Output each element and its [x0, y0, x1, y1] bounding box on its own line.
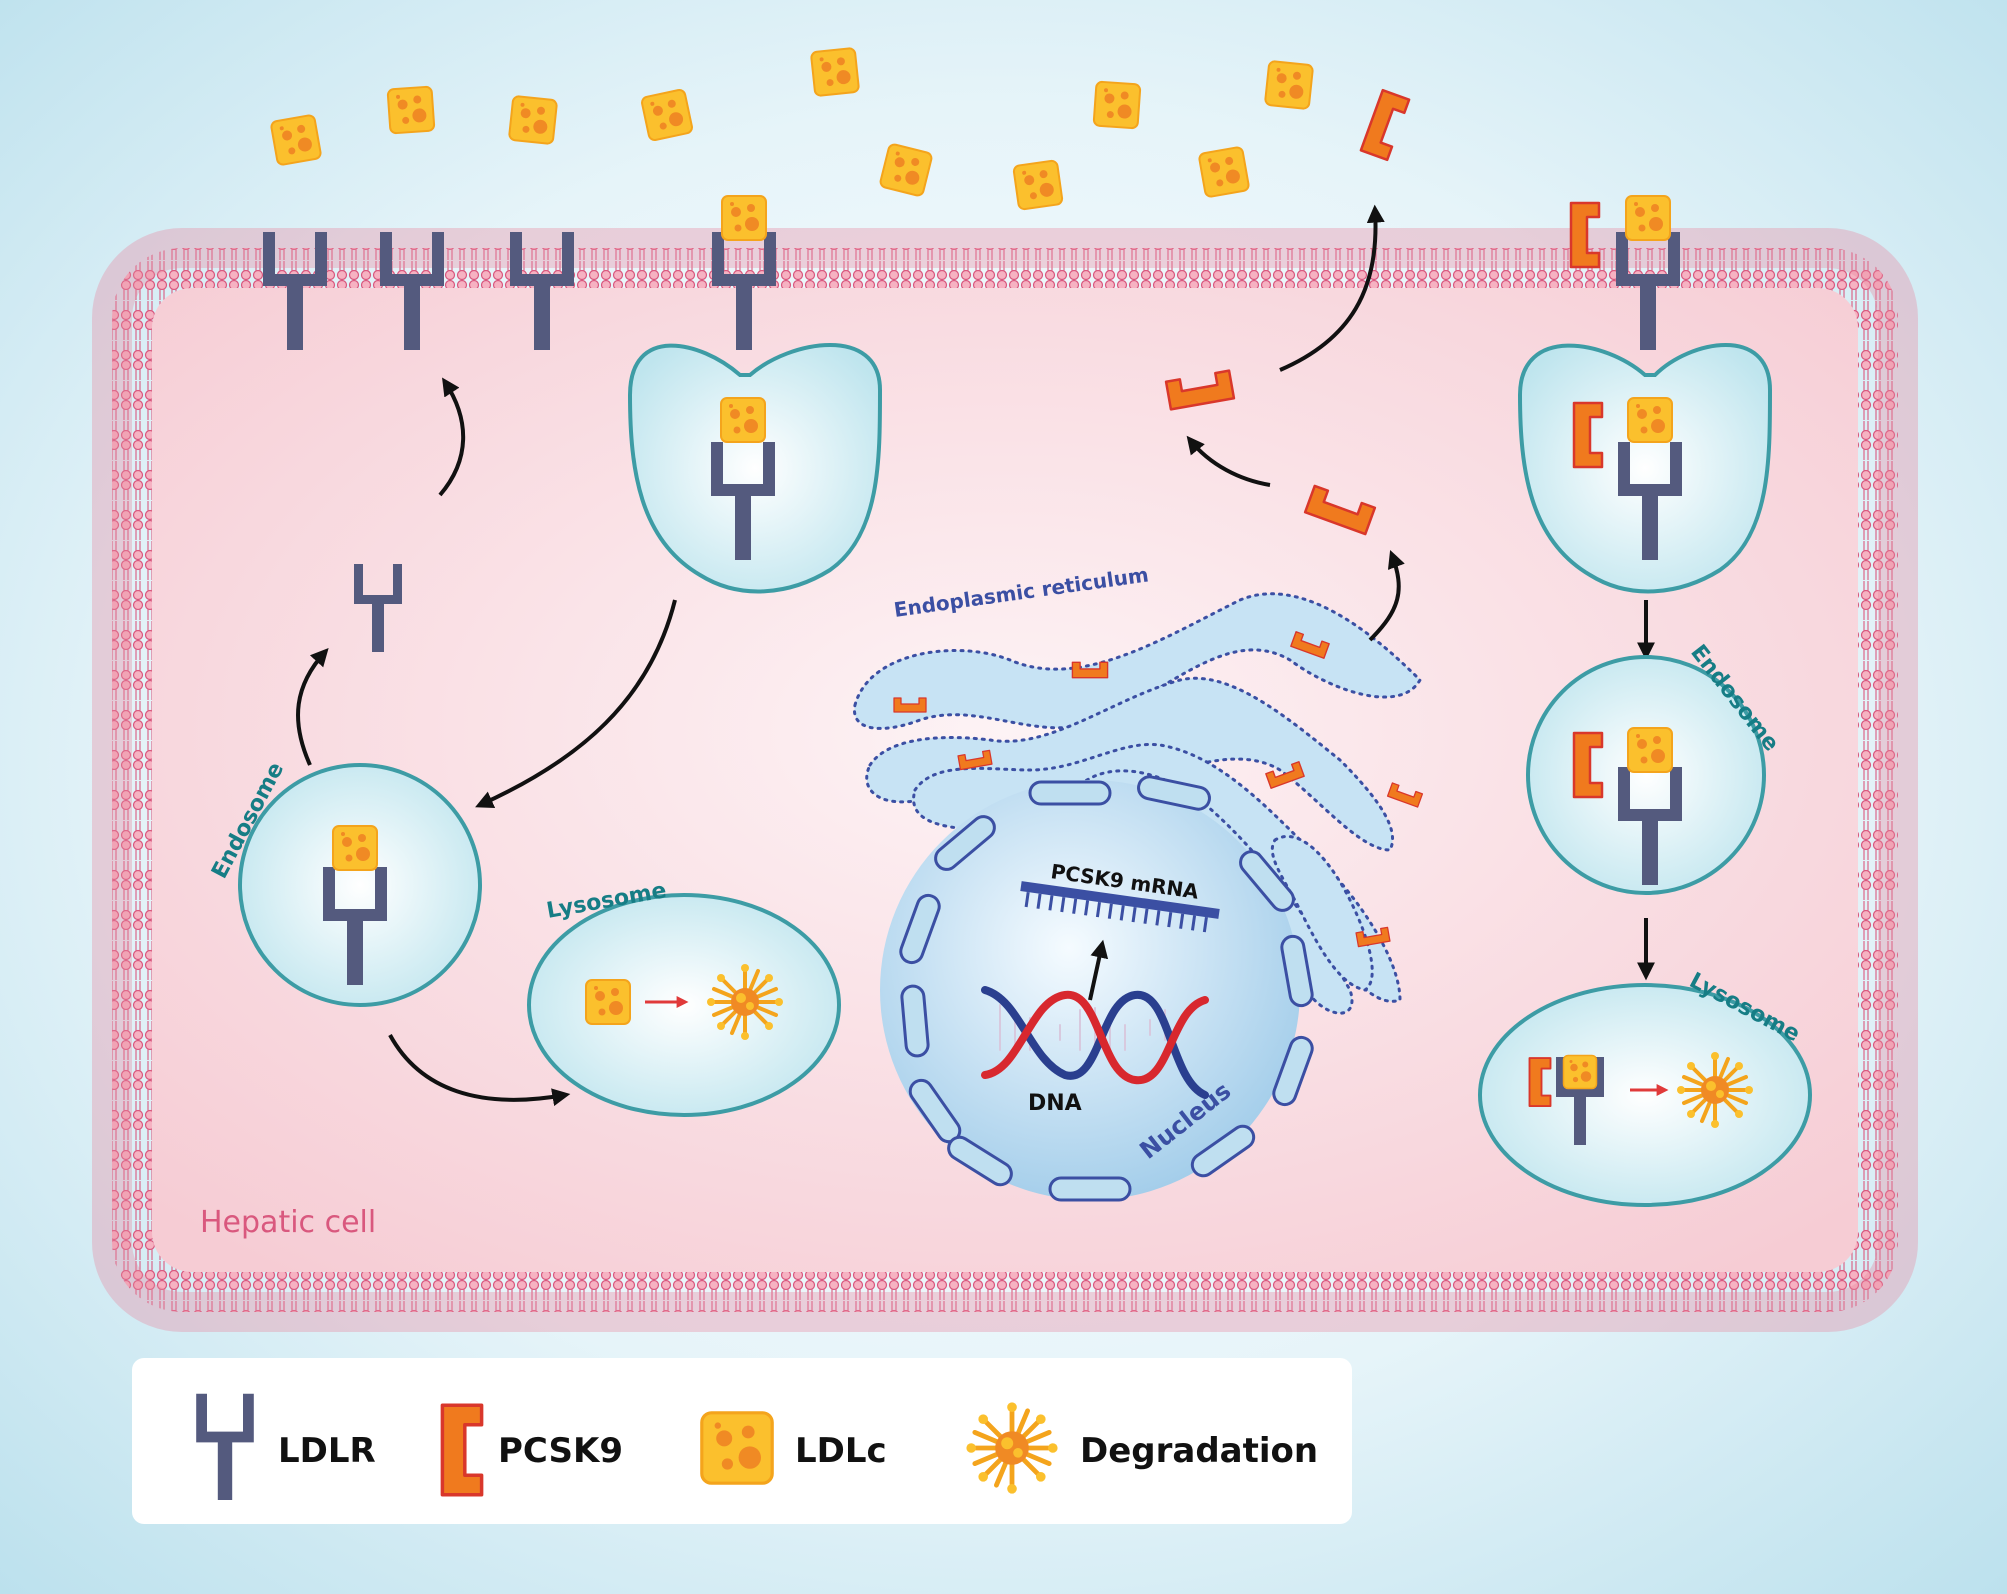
arrow-endosome-to-recycled-ldlr: [296, 648, 329, 766]
endosome-right: [1526, 655, 1766, 895]
ldlc-particle: [1263, 59, 1315, 111]
ldlc-particle: [269, 113, 323, 167]
arrow-endosome-to-lysosome: [388, 1034, 571, 1107]
ldlc-particle: [639, 87, 695, 143]
legend-degradation-label: Degradation: [1080, 1431, 1318, 1471]
nucleus: PCSK9 mRNA DNA Nucleus: [880, 775, 1314, 1202]
arrow-vesicle-to-secretion: [1279, 204, 1385, 372]
arrow-pcsk9-to-vesicle: [1186, 435, 1271, 487]
hepatic-cell-label: Hepatic cell: [200, 1205, 376, 1240]
left-pathway-arrows: [296, 377, 677, 1107]
pcsk9-mrna-strand: [1020, 881, 1220, 933]
ldlc-particle: [507, 94, 559, 146]
legend-ldlc-icon: [700, 1411, 774, 1485]
endocytic-vesicle-left: [627, 343, 883, 594]
ldlc-particle: [878, 142, 934, 198]
ldlc-particle: [386, 85, 436, 135]
ldlc-particle: [809, 46, 861, 98]
ldlc-particle: [1092, 80, 1142, 130]
endosome-left: [238, 763, 482, 1007]
arrow-er-to-pcsk9: [1368, 549, 1405, 642]
endocytic-vesicle-right: [1517, 343, 1773, 594]
lysosome-right: [1478, 983, 1812, 1207]
legend-degradation-icon: [966, 1402, 1057, 1493]
lysosome-left: [527, 893, 841, 1117]
dna-label: DNA: [1028, 1091, 1082, 1116]
legend-pcsk9-label: PCSK9: [498, 1431, 623, 1471]
transcription-arrow: [1088, 939, 1109, 1001]
ldlc-particle: [1197, 145, 1251, 199]
legend-ldlc-label: LDLc: [795, 1431, 887, 1471]
dna-helix: [981, 986, 1209, 1099]
ldlc-particle: [1012, 159, 1064, 211]
nuclear-envelope: [899, 775, 1314, 1202]
legend-ldlr-label: LDLR: [278, 1431, 376, 1471]
legend: LDLR PCSK9 LDLc Degradation: [132, 1358, 1352, 1524]
pcsk9-secretion: [1164, 204, 1405, 642]
arrow-vesicle-to-endosome: [475, 599, 677, 809]
arrow-recycled-ldlr-to-membrane: [438, 377, 466, 497]
